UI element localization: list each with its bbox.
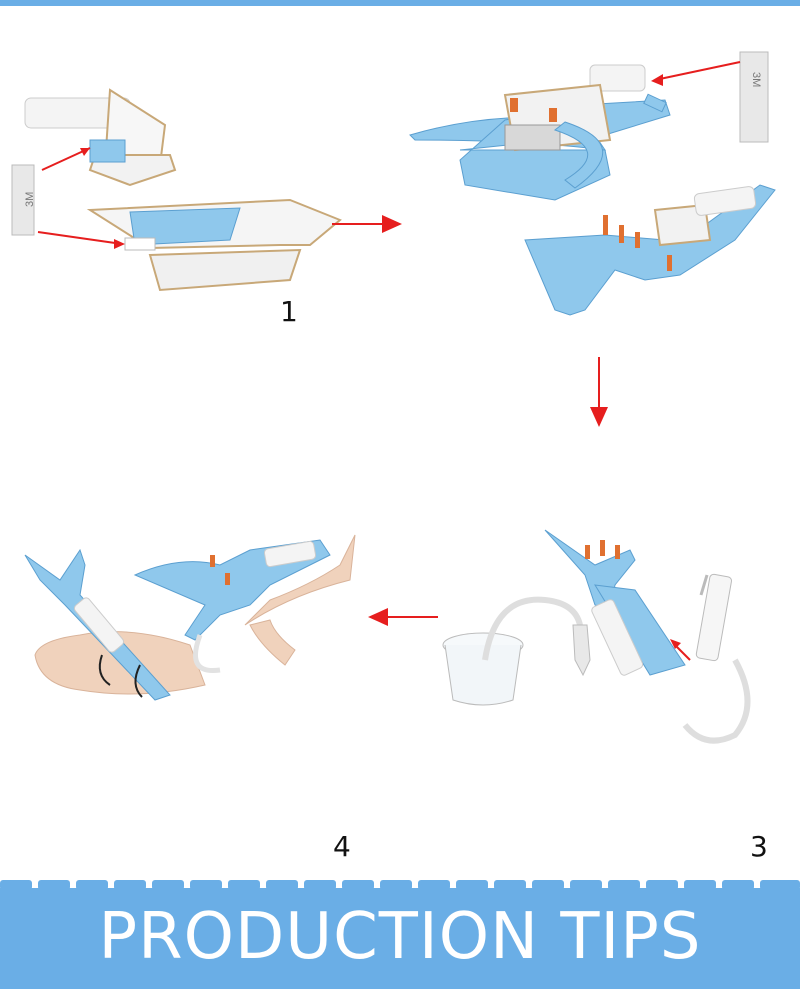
foam-clip bbox=[90, 140, 125, 162]
arrow-head bbox=[651, 74, 663, 86]
top-accent-bar bbox=[0, 0, 800, 6]
peg bbox=[600, 540, 605, 556]
step-number: 3 bbox=[750, 830, 768, 863]
peg bbox=[619, 225, 624, 243]
step-4-illustration bbox=[20, 525, 360, 715]
water-tube bbox=[196, 635, 221, 671]
peg bbox=[510, 98, 518, 112]
step-1-illustration: 3M bbox=[10, 70, 400, 310]
banner-title: PRODUCTION TIPS bbox=[0, 900, 800, 974]
tape-strip bbox=[740, 52, 768, 142]
peg bbox=[615, 545, 620, 559]
hand-right-fingers bbox=[250, 620, 295, 665]
peg bbox=[549, 108, 557, 122]
tape-label: 3M bbox=[750, 72, 762, 87]
syringe-plunger bbox=[701, 575, 707, 595]
step-number: 4 bbox=[333, 830, 351, 863]
syringe-side bbox=[696, 574, 732, 662]
tape-label: 3M bbox=[24, 192, 36, 207]
syringe-tube bbox=[685, 660, 748, 741]
flow-arrow-left bbox=[365, 605, 440, 629]
arrow-head bbox=[114, 239, 125, 249]
peg bbox=[210, 555, 215, 567]
step-3-illustration bbox=[435, 515, 795, 755]
step-number: 1 bbox=[280, 295, 298, 328]
peg bbox=[667, 255, 672, 271]
flow-arrow-right bbox=[330, 212, 405, 236]
arrow-line bbox=[38, 232, 122, 244]
step-2-illustration: 3M bbox=[405, 40, 800, 330]
steel-plate bbox=[505, 125, 560, 150]
peg bbox=[225, 573, 230, 585]
peg bbox=[635, 232, 640, 248]
flow-arrow-down bbox=[587, 355, 611, 430]
small-tab bbox=[125, 238, 155, 250]
nozzle bbox=[573, 625, 590, 675]
peg bbox=[603, 215, 608, 235]
large-board-stand bbox=[150, 250, 300, 290]
peg bbox=[585, 545, 590, 559]
arrow-line bbox=[655, 62, 740, 80]
